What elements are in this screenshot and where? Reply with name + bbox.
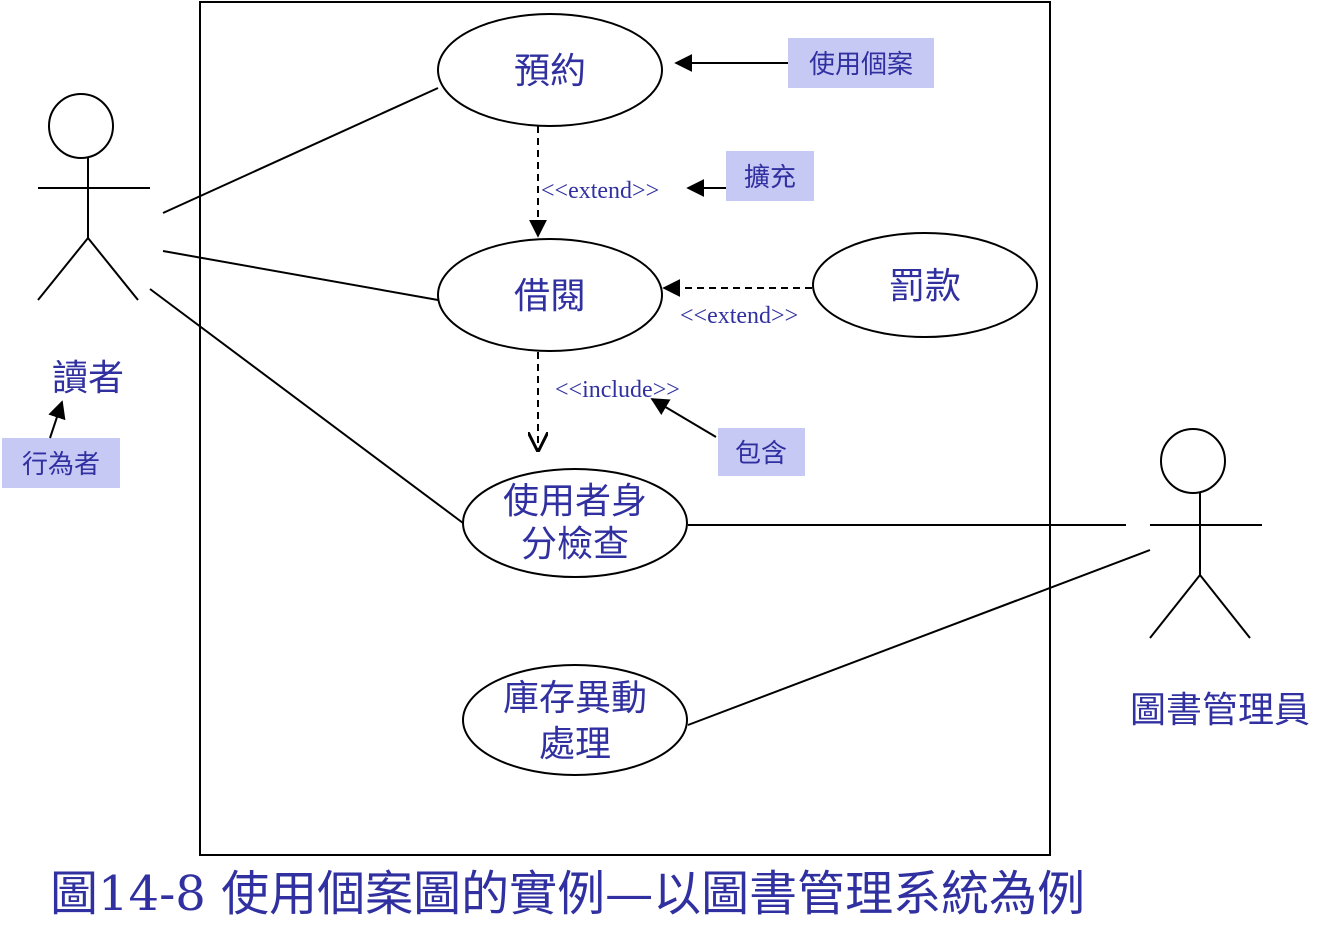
note-extend-box bbox=[726, 151, 814, 201]
note-extend: 擴充 bbox=[744, 163, 796, 193]
actor-librarian-head bbox=[1160, 428, 1226, 494]
actor-reader bbox=[37, 93, 150, 301]
note-actor-arrow bbox=[48, 400, 66, 439]
use-case-inventory-label-line1: 庫存異動 bbox=[503, 678, 647, 719]
use-case-borrow bbox=[437, 238, 663, 352]
use-case-borrow-label: 借閱 bbox=[514, 276, 586, 317]
note-include-arrow bbox=[650, 398, 717, 438]
actor-reader-label: 讀者 bbox=[52, 358, 124, 399]
system-boundary bbox=[199, 1, 1051, 856]
use-case-inventory-label-line2: 處理 bbox=[539, 724, 611, 765]
extend-stereotype-2: <<extend>> bbox=[680, 303, 798, 329]
actor-librarian-label: 圖書管理員 bbox=[1130, 690, 1310, 731]
note-use-case-box bbox=[788, 38, 934, 88]
assoc-reader-reserve bbox=[162, 87, 439, 214]
note-use-case: 使用個案 bbox=[809, 50, 913, 80]
use-case-identity-label-line2: 分檢查 bbox=[521, 524, 629, 565]
assoc-reader-borrow bbox=[162, 250, 439, 301]
extend-stereotype-1: <<extend>> bbox=[541, 178, 659, 204]
assoc-librarian-inventory bbox=[687, 549, 1151, 726]
use-case-identity-label-line1: 使用者身 bbox=[503, 481, 647, 522]
note-actor: 行為者 bbox=[22, 450, 100, 480]
use-case-fine-label: 罰款 bbox=[889, 266, 961, 307]
use-case-reserve bbox=[437, 13, 663, 127]
actor-reader-head bbox=[48, 93, 114, 159]
include-stereotype: <<include>> bbox=[555, 377, 680, 403]
use-case-fine bbox=[812, 232, 1038, 338]
use-case-reserve-label: 預約 bbox=[514, 51, 586, 92]
note-include: 包含 bbox=[735, 439, 787, 469]
actor-librarian bbox=[1149, 428, 1262, 639]
use-case-identity-check bbox=[462, 468, 688, 578]
figure-caption: 圖14-8 使用個案圖的實例—以圖書管理系統為例 bbox=[50, 866, 1085, 922]
note-include-box bbox=[718, 428, 805, 476]
note-actor-box bbox=[2, 438, 120, 488]
assoc-reader-identity bbox=[149, 288, 464, 524]
use-case-inventory bbox=[462, 664, 688, 776]
